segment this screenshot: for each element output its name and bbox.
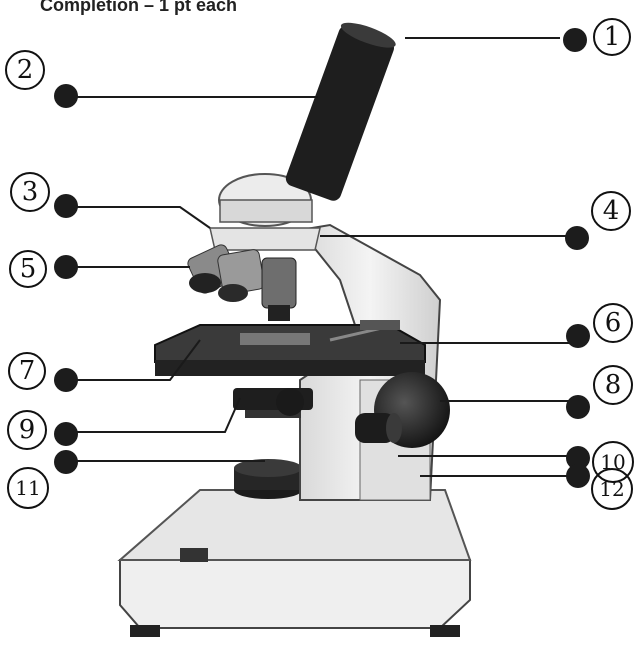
number-11: 11 <box>15 476 40 500</box>
marker-dot-1 <box>563 28 587 52</box>
marker-dot-12 <box>566 464 590 488</box>
marker-dot-8 <box>566 395 590 419</box>
marker-dot-7 <box>54 368 78 392</box>
number-10: 10 <box>600 450 625 474</box>
marker-dot-3 <box>54 194 78 218</box>
microscope-illustration <box>120 18 470 637</box>
leader-line-3 <box>75 207 210 228</box>
marker-dot-2 <box>54 84 78 108</box>
number-8: 8 <box>605 370 622 400</box>
marker-dot-4 <box>565 226 589 250</box>
number-12: 12 <box>599 477 624 501</box>
fine-focus-knob <box>355 413 402 443</box>
number-5: 5 <box>20 254 37 284</box>
marker-dot-6 <box>566 324 590 348</box>
number-3: 3 <box>22 177 39 207</box>
number-9: 9 <box>19 415 36 445</box>
number-2: 2 <box>17 55 34 85</box>
eyepiece-tube <box>284 18 399 203</box>
number-4: 4 <box>603 196 620 226</box>
number-6: 6 <box>605 308 622 338</box>
marker-dot-9 <box>54 422 78 446</box>
objectives <box>186 243 296 321</box>
marker-dot-11 <box>54 450 78 474</box>
number-7: 7 <box>19 356 36 386</box>
microscope-base <box>120 560 470 628</box>
leader-line-9 <box>75 398 240 432</box>
number-1: 1 <box>604 22 621 52</box>
marker-dot-5 <box>54 255 78 279</box>
